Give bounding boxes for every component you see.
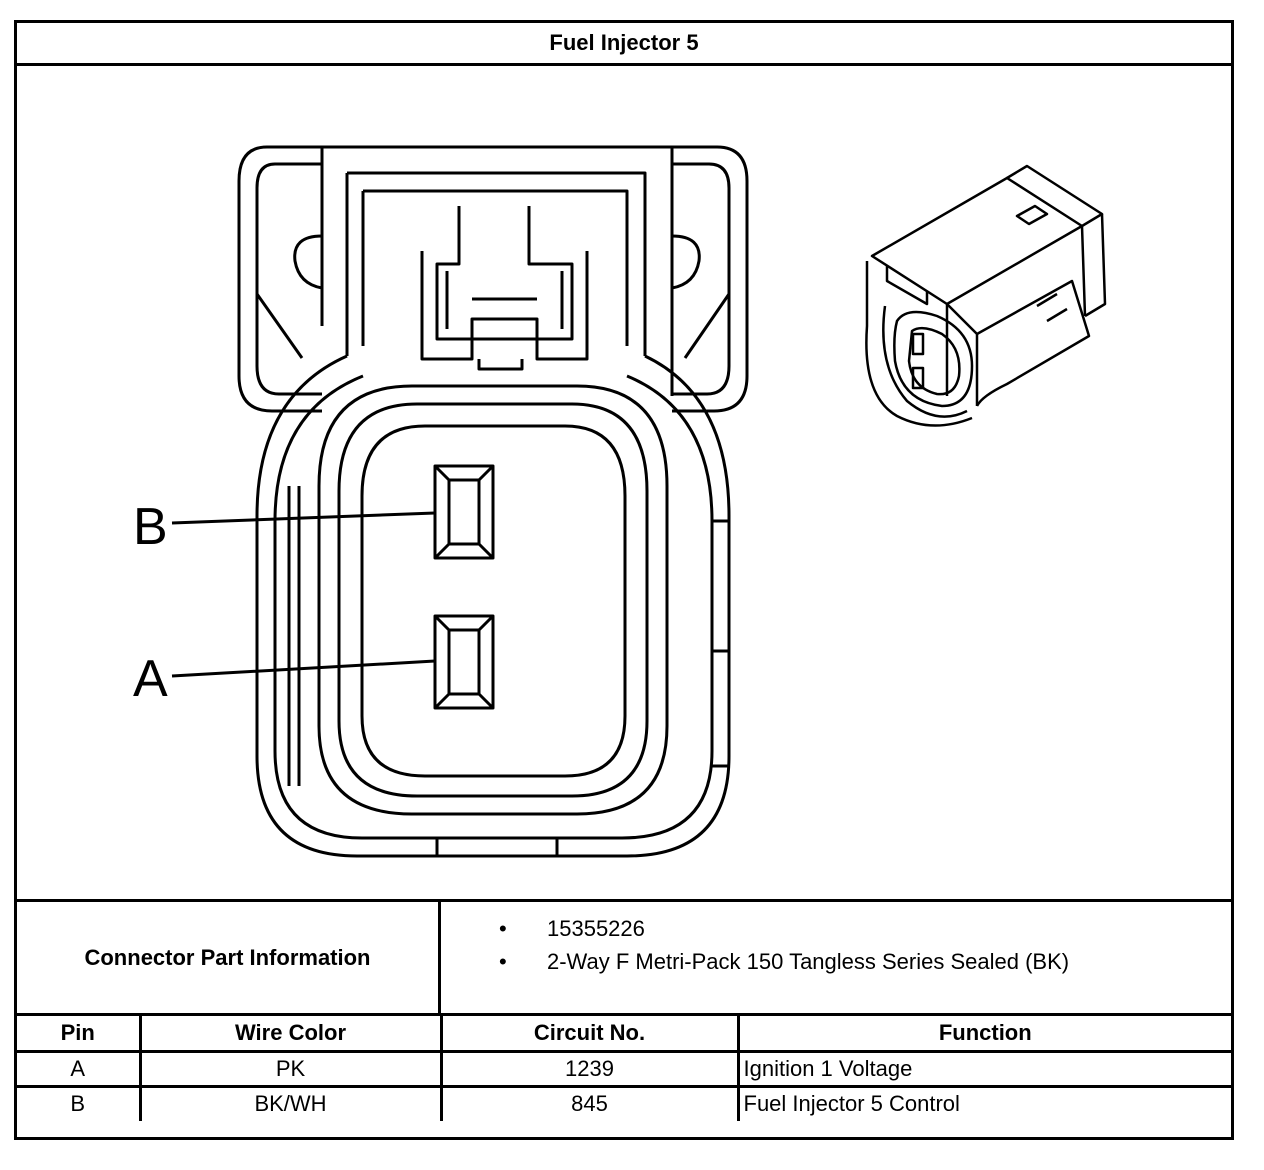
pin-cell: A	[17, 1049, 142, 1088]
part-number: 15355226	[441, 912, 1231, 945]
circuit-no-cell: 1239	[439, 1049, 740, 1088]
page-title: Fuel Injector 5	[17, 23, 1231, 66]
pin-table-header: Pin Wire Color Circuit No. Function	[17, 1016, 1231, 1053]
header-circuit-no: Circuit No.	[439, 1016, 740, 1053]
connector-info-list: 15355226 2-Way F Metri-Pack 150 Tangless…	[441, 902, 1231, 1023]
wire-color-cell: PK	[138, 1049, 443, 1088]
function-cell: Fuel Injector 5 Control	[736, 1084, 1231, 1121]
wire-color-cell: BK/WH	[138, 1084, 443, 1121]
pin-cell: B	[17, 1084, 142, 1121]
connector-face-view-icon	[171, 145, 749, 858]
header-function: Function	[736, 1016, 1231, 1053]
connector-description: 2-Way F Metri-Pack 150 Tangless Series S…	[441, 945, 1231, 978]
header-pin: Pin	[17, 1016, 142, 1053]
pin-label-a: A	[133, 650, 168, 708]
connector-info-panel: Connector Part Information 15355226 2-Wa…	[17, 899, 1231, 1016]
circuit-no-cell: 845	[439, 1084, 740, 1121]
connector-info-label: Connector Part Information	[17, 902, 441, 1013]
table-row: B BK/WH 845 Fuel Injector 5 Control	[17, 1084, 1231, 1121]
pin-table: Pin Wire Color Circuit No. Function A PK…	[17, 1016, 1231, 1121]
header-wire-color: Wire Color	[138, 1016, 443, 1053]
pin-label-b: B	[133, 498, 168, 556]
connector-diagram: B A	[17, 66, 1231, 899]
connector-sheet: Fuel Injector 5	[14, 20, 1234, 1140]
connector-3d-view-icon	[865, 164, 1107, 427]
table-row: A PK 1239 Ignition 1 Voltage	[17, 1049, 1231, 1088]
function-cell: Ignition 1 Voltage	[736, 1049, 1231, 1088]
